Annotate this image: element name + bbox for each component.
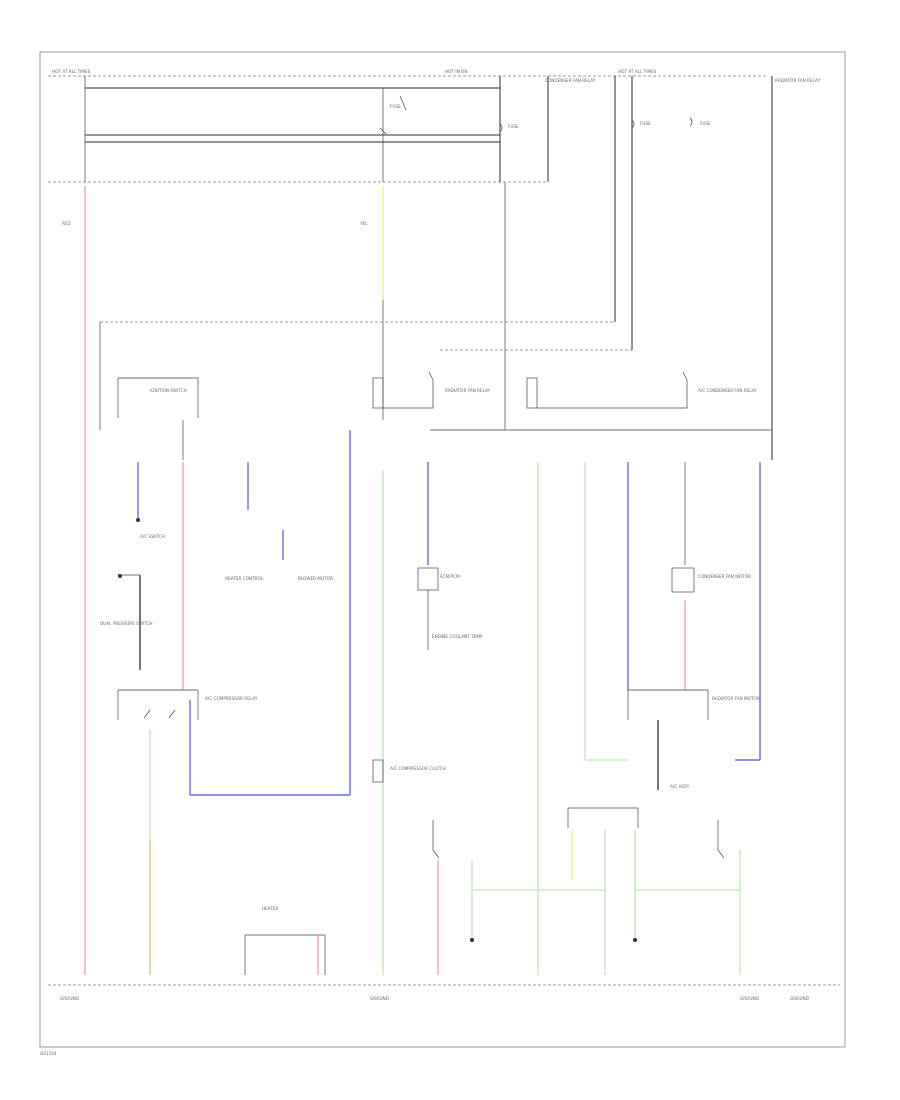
svg-text:ENGINE COOLANT TEMP: ENGINE COOLANT TEMP bbox=[432, 634, 483, 639]
dual-pressure-switch: DUAL PRESSURE SWITCH bbox=[100, 574, 153, 670]
ac-condenser-fan-relay: A/C CONDENSER FAN RELAY bbox=[526, 371, 757, 409]
footer-code: G01104 bbox=[40, 1051, 57, 1056]
svg-text:BLOWER MOTOR: BLOWER MOTOR bbox=[298, 576, 333, 581]
svg-text:A/C ASSY: A/C ASSY bbox=[670, 784, 690, 789]
label-fuse-c: FUSE bbox=[640, 121, 651, 126]
svg-text:RADIATOR FAN RELAY: RADIATOR FAN RELAY bbox=[445, 388, 491, 393]
top-switches bbox=[379, 95, 693, 135]
lower-switches bbox=[432, 807, 741, 975]
svg-text:HEATER: HEATER bbox=[262, 906, 279, 911]
right-relay-block: CONDENSER FAN MOTOR RADIATOR FAN MOTOR A… bbox=[627, 462, 761, 790]
ac-compressor-clutch: A/C COMPRESSOR CLUTCH bbox=[372, 759, 446, 783]
svg-text:HEATER CONTROL: HEATER CONTROL bbox=[225, 576, 264, 581]
power-bus bbox=[48, 75, 773, 460]
svg-text:YEL: YEL bbox=[359, 221, 368, 226]
lower-heater-box: HEATER bbox=[244, 906, 326, 975]
label-fuse-a: FUSE bbox=[390, 104, 401, 109]
label-fuse-d: FUSE bbox=[700, 121, 711, 126]
label-ground-right: GROUND bbox=[740, 996, 759, 1001]
ground-points bbox=[118, 518, 637, 942]
svg-text:ECM/PCM: ECM/PCM bbox=[440, 574, 460, 579]
label-hot-in-on: HOT IN ON bbox=[445, 69, 467, 74]
ecm-block: ECM/PCM ENGINE COOLANT TEMP bbox=[417, 462, 483, 650]
label-radiator-fan-relay-top: RADIATOR FAN RELAY bbox=[775, 78, 821, 83]
svg-text:CONDENSER FAN MOTOR: CONDENSER FAN MOTOR bbox=[698, 574, 751, 579]
label-hot-all-times-right: HOT AT ALL TIMES bbox=[618, 69, 657, 74]
svg-text:A/C SWITCH: A/C SWITCH bbox=[140, 534, 165, 539]
svg-text:A/C CONDENSER FAN RELAY: A/C CONDENSER FAN RELAY bbox=[698, 388, 757, 393]
label-fuse-b: FUSE bbox=[508, 124, 519, 129]
diagram-frame bbox=[39, 51, 846, 1048]
svg-text:DUAL PRESSURE SWITCH: DUAL PRESSURE SWITCH bbox=[100, 621, 153, 626]
ignition-switch: IGNITION SWITCH bbox=[117, 377, 199, 460]
svg-text:A/C COMPRESSOR CLUTCH: A/C COMPRESSOR CLUTCH bbox=[390, 766, 446, 771]
svg-text:RED: RED bbox=[62, 221, 71, 226]
label-hot-all-times-left: HOT AT ALL TIMES bbox=[52, 69, 91, 74]
svg-text:IGNITION SWITCH: IGNITION SWITCH bbox=[150, 388, 187, 393]
svg-text:A/C COMPRESSOR RELAY: A/C COMPRESSOR RELAY bbox=[205, 696, 258, 701]
radiator-fan-relay: RADIATOR FAN RELAY bbox=[372, 371, 491, 409]
ac-compressor-relay-left: A/C COMPRESSOR RELAY bbox=[117, 689, 258, 720]
label-ground-left: GROUND bbox=[60, 996, 79, 1001]
label-ground-mid: GROUND bbox=[370, 996, 389, 1001]
label-cond-fan-relay-top: CONDENSER FAN RELAY bbox=[545, 78, 596, 83]
label-ground-right2: GROUND bbox=[790, 996, 809, 1001]
svg-text:RADIATOR FAN MOTOR: RADIATOR FAN MOTOR bbox=[712, 696, 760, 701]
